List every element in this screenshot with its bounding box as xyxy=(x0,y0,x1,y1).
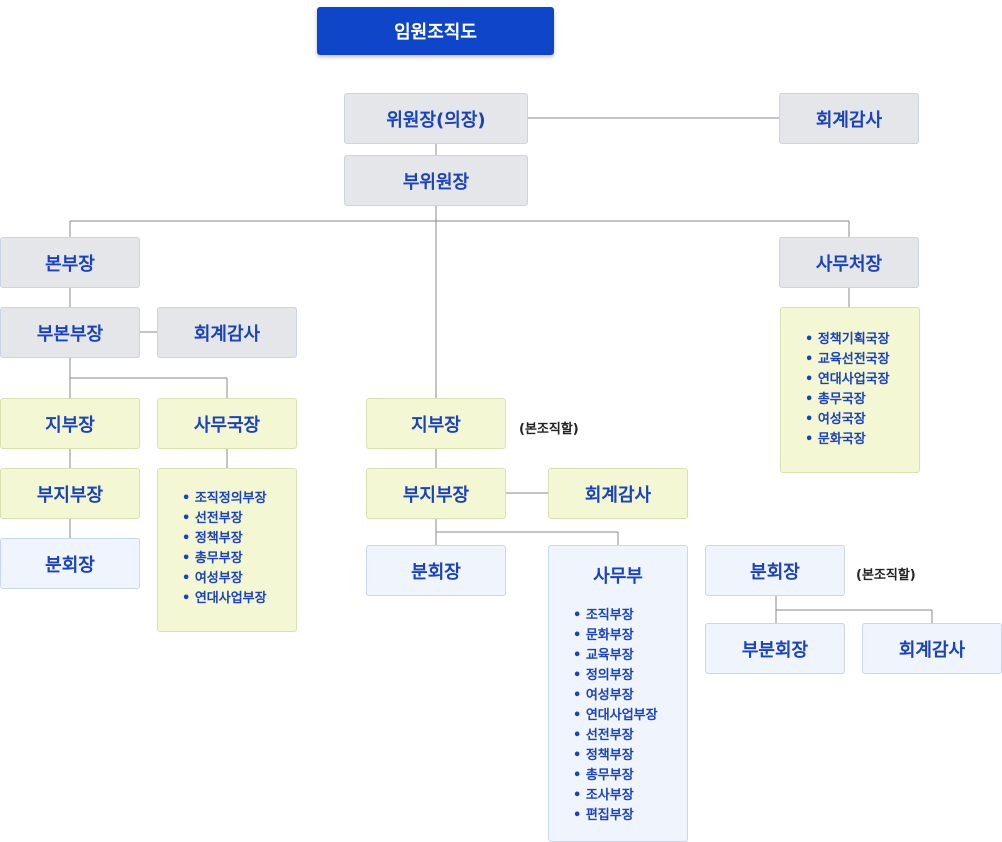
hq-deputy-box: 부본부장 xyxy=(0,307,140,358)
list-item: 정책기획국장 xyxy=(805,330,890,350)
chair-box: 위원장(의장) xyxy=(344,93,528,144)
center-office-box: 사무부 조직부장 문화부장 교육부장 정의부장 여성부장 연대사업부장 선전부장… xyxy=(548,545,688,842)
left-office-list-box: 조직정의부장 선전부장 정책부장 총무부장 여성부장 연대사업부장 xyxy=(157,468,297,632)
list-item: 선전부장 xyxy=(573,726,658,746)
chair-auditor-box: 회계감사 xyxy=(779,93,919,144)
vice-chair-box: 부위원장 xyxy=(344,155,528,206)
secretary-general-box: 사무처장 xyxy=(779,237,919,288)
list-item: 연대사업부장 xyxy=(182,589,267,609)
center-branch-head-box: 지부장 xyxy=(366,398,506,449)
left-branch-head-box: 지부장 xyxy=(0,398,140,449)
list-item: 교육선전국장 xyxy=(805,350,890,370)
list-item: 총무국장 xyxy=(805,390,890,410)
hq-auditor-box: 회계감사 xyxy=(157,307,297,358)
list-item: 연대사업국장 xyxy=(805,370,890,390)
right-auditor-box: 회계감사 xyxy=(862,623,1002,674)
list-item: 정책부장 xyxy=(182,529,267,549)
list-item: 선전부장 xyxy=(182,509,267,529)
chart-title: 임원조직도 xyxy=(317,7,554,55)
secretariat-list: 정책기획국장 교육선전국장 연대사업국장 총무국장 여성국장 문화국장 xyxy=(805,330,890,450)
list-item: 총무부장 xyxy=(573,766,658,786)
center-office-title: 사무부 xyxy=(593,566,643,587)
list-item: 여성국장 xyxy=(805,410,890,430)
list-item: 정의부장 xyxy=(573,666,658,686)
left-office-list: 조직정의부장 선전부장 정책부장 총무부장 여성부장 연대사업부장 xyxy=(182,489,267,609)
hq-head-box: 본부장 xyxy=(0,237,140,288)
list-item: 교육부장 xyxy=(573,646,658,666)
list-item: 편집부장 xyxy=(573,806,658,826)
list-item: 여성부장 xyxy=(182,569,267,589)
list-item: 문화국장 xyxy=(805,430,890,450)
center-branch-auditor-box: 회계감사 xyxy=(548,468,688,519)
list-item: 조직정의부장 xyxy=(182,489,267,509)
left-chapter-box: 분회장 xyxy=(0,538,140,589)
list-item: 총무부장 xyxy=(182,549,267,569)
list-item: 문화부장 xyxy=(573,626,658,646)
right-chapter-note: (본조직할) xyxy=(856,568,916,583)
center-office-list: 조직부장 문화부장 교육부장 정의부장 여성부장 연대사업부장 선전부장 정책부… xyxy=(573,606,658,826)
secretariat-list-box: 정책기획국장 교육선전국장 연대사업국장 총무국장 여성국장 문화국장 xyxy=(780,307,920,473)
list-item: 조직부장 xyxy=(573,606,658,626)
list-item: 정책부장 xyxy=(573,746,658,766)
center-chapter-box: 분회장 xyxy=(366,545,506,596)
list-item: 조사부장 xyxy=(573,786,658,806)
right-deputy-box: 부분회장 xyxy=(705,623,845,674)
left-branch-office-box: 사무국장 xyxy=(157,398,297,449)
right-chapter-box: 분회장 xyxy=(705,545,845,596)
center-branch-note: (본조직할) xyxy=(519,422,579,437)
center-branch-deputy-box: 부지부장 xyxy=(366,468,506,519)
list-item: 여성부장 xyxy=(573,686,658,706)
left-branch-deputy-box: 부지부장 xyxy=(0,468,140,519)
list-item: 연대사업부장 xyxy=(573,706,658,726)
